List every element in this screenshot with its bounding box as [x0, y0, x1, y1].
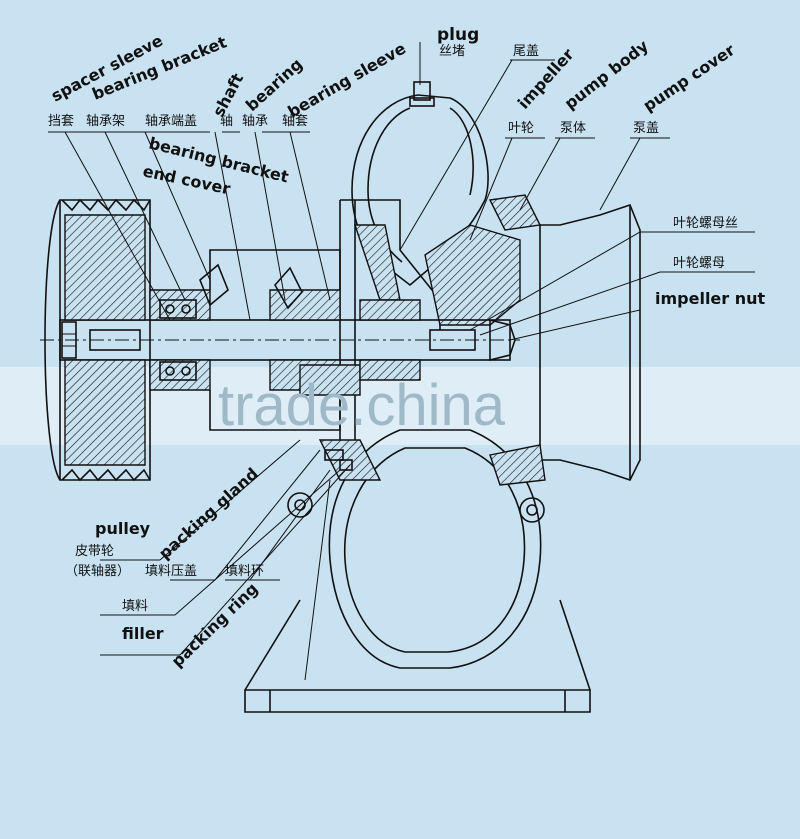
- label-pulley: pulley: [95, 519, 151, 538]
- label-packing-gland: packing gland: [155, 464, 262, 563]
- label-pump-body: pump body: [561, 36, 653, 113]
- label-bearing-sleeve: bearing sleeve: [285, 38, 410, 121]
- zh-tianliao-yagai: 填料压盖: [145, 564, 197, 579]
- zh-benggai: 泵盖: [633, 121, 659, 136]
- zh-zhoucheng: 轴承: [242, 114, 268, 129]
- zh-sidu: 丝堵: [439, 44, 465, 59]
- label-plug: plug: [437, 25, 479, 45]
- zh-dangtao: 挡套: [48, 113, 74, 129]
- zh-yelun-luomu-si: 叶轮螺母丝: [673, 216, 738, 231]
- zh-yelun-luomu: 叶轮螺母: [673, 256, 725, 271]
- shaft-part: [40, 318, 520, 362]
- watermark-text: trade.china: [218, 373, 506, 438]
- zh-weigai: 尾盖: [513, 44, 539, 59]
- zh-tianliao: 填料: [122, 599, 148, 614]
- zh-zhouchengduangai: 轴承端盖: [145, 114, 197, 129]
- label-shaft: shaft: [209, 70, 248, 120]
- zh-zhou: 轴: [220, 114, 233, 129]
- packing-part: [299, 299, 421, 471]
- zh-zhoutao: 轴套: [282, 113, 308, 129]
- chinese-labels: 挡套 轴承架 轴承端盖 轴 轴承 轴套 丝堵 尾盖 叶轮 泵体 泵盖 叶轮螺母丝…: [48, 44, 738, 614]
- label-pump-cover: pump cover: [640, 40, 739, 115]
- bearing-bracket-part: [149, 249, 341, 431]
- label-filler: filler: [122, 624, 164, 643]
- zh-lianzhouqi: （联轴器）: [65, 564, 130, 579]
- zh-bengti: 泵体: [560, 121, 586, 136]
- zh-zhouchengjia: 轴承架: [86, 114, 125, 129]
- label-packing-ring: packing ring: [168, 579, 262, 671]
- label-impeller-nut: impeller nut: [655, 289, 766, 308]
- zh-tianliao-huan: 填料环: [225, 564, 264, 579]
- pulley-part: [44, 198, 151, 482]
- leader-lines: [48, 42, 755, 681]
- zh-yelun: 叶轮: [508, 121, 534, 136]
- zh-pidailun: 皮带轮: [75, 544, 114, 559]
